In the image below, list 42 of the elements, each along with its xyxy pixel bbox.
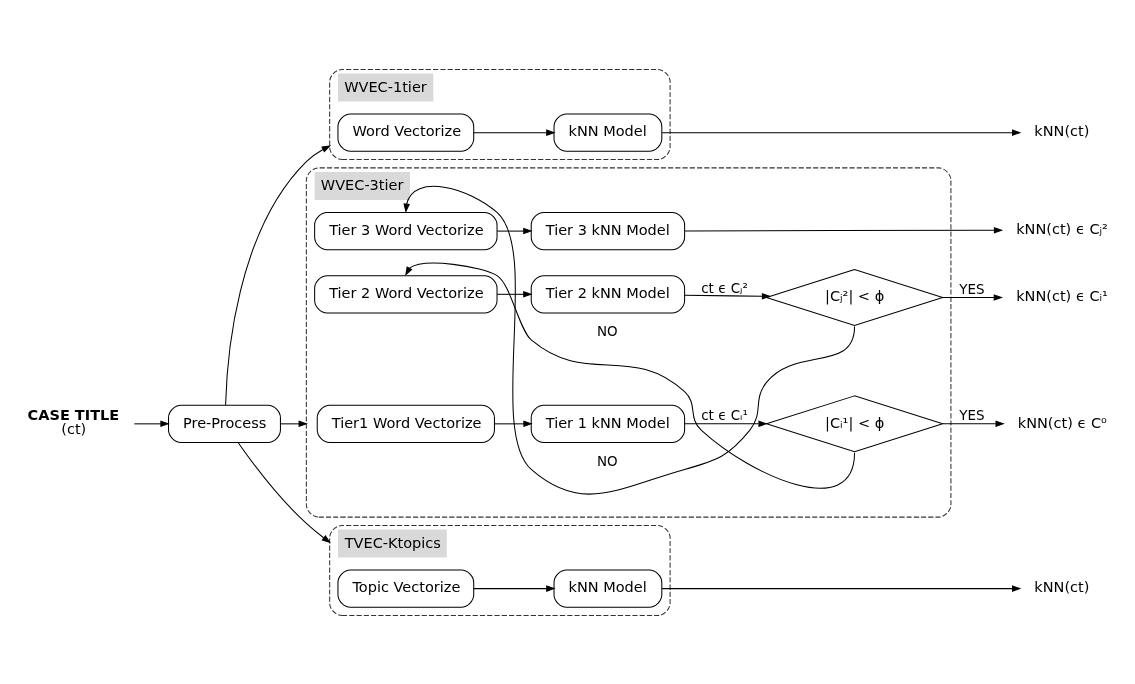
- node-box: Tier 3 kNN Model: [530, 211, 686, 250]
- node-box: Topic Vectorize: [337, 568, 475, 608]
- arrow: [684, 226, 1004, 233]
- arrow: [280, 420, 308, 427]
- arrow: [494, 420, 533, 427]
- arrow: [473, 128, 556, 136]
- node-text: kNN(ct) ϵ Cᵢ¹: [1016, 287, 1108, 304]
- node-diamond: |Cᵢ¹| < ϕ: [764, 394, 945, 452]
- node-text: kNN(ct) ϵ C⁰: [1017, 414, 1107, 431]
- edge-label: NO: [597, 322, 618, 339]
- arrow: [403, 185, 856, 495]
- arrow: [225, 144, 332, 405]
- node-text: CASE TITLE (ct): [27, 406, 120, 437]
- node-box: Tier 1 kNN Model: [530, 404, 686, 443]
- node-box: kNN Model: [553, 568, 663, 608]
- edge-label: YES: [959, 406, 985, 423]
- node-box: Word Vectorize: [337, 113, 475, 152]
- arrow: [405, 262, 856, 488]
- arrow: [942, 293, 1003, 301]
- node-box: kNN Model: [553, 113, 663, 152]
- edge-label: YES: [959, 280, 985, 297]
- node-text: kNN(ct): [1034, 578, 1090, 595]
- node-box: Pre-Process: [168, 404, 281, 443]
- arrow: [496, 290, 533, 298]
- arrow: [133, 420, 170, 427]
- arrow: [684, 420, 768, 427]
- arrow: [473, 584, 556, 592]
- arrow: [661, 128, 1022, 136]
- arrow: [496, 227, 533, 234]
- node-box: Tier 2 Word Vectorize: [314, 274, 498, 313]
- node-text: kNN(ct) ϵ Cⱼ²: [1016, 220, 1108, 237]
- node-box: Tier 3 Word Vectorize: [314, 211, 498, 250]
- arrow: [237, 441, 331, 543]
- node-text: kNN(ct): [1034, 122, 1090, 139]
- edge-label: ct ϵ Cᵢ¹: [701, 406, 748, 423]
- arrow: [684, 292, 772, 300]
- arrow: [661, 584, 1022, 592]
- edge-label: ct ϵ Cⱼ²: [701, 279, 748, 296]
- node-box: Tier1 Word Vectorize: [316, 404, 495, 443]
- node-box: Tier 2 kNN Model: [530, 274, 686, 313]
- edge-label: NO: [597, 452, 618, 469]
- arrow: [942, 420, 1005, 427]
